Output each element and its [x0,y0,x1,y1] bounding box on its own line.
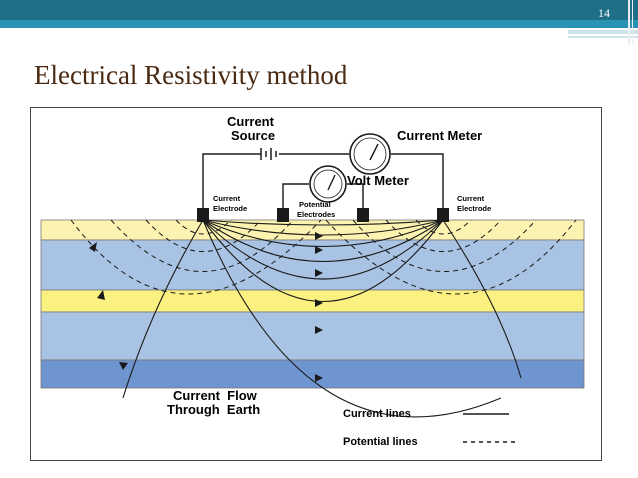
layer-blue-1 [40,239,585,291]
current-meter-icon [349,133,391,175]
label-current-electrode-right-1: Current [457,194,485,203]
potential-electrode-left [277,208,289,222]
current-electrode-left [197,208,209,222]
potential-lines [70,219,577,295]
label-current-source-2: Source [231,128,275,143]
decorative-stripes [568,0,638,45]
label-flow-2: Through Earth [167,402,260,417]
label-current-source-1: Current [227,114,275,129]
battery-icon [260,148,277,160]
header-accent-bar [0,20,638,28]
circuit-wires [202,153,444,208]
label-current-electrode-right-2: Electrode [457,204,491,213]
flow-arrows [89,232,323,382]
electrodes [197,208,449,222]
volt-meter-icon [309,165,347,203]
current-electrode-right [437,208,449,222]
layer-blue-dark [40,359,585,389]
legend-current-lines: Current lines [343,408,411,420]
current-lines [122,219,522,418]
legend: Current lines Potential lines [343,408,517,448]
label-current-electrode-left-2: Electrode [213,204,247,213]
header-bar [0,0,638,20]
label-volt-meter: Volt Meter [347,173,409,188]
legend-potential-lines: Potential lines [343,436,418,448]
label-current-electrode-left-1: Current [213,194,241,203]
label-potential-electrodes-1: Potential [299,200,331,209]
resistivity-diagram: Current Source Current Meter Volt Meter … [30,107,602,461]
slide-title: Electrical Resistivity method [34,60,348,90]
layer-blue-2 [40,311,585,361]
label-current-meter: Current Meter [397,128,482,143]
label-potential-electrodes-2: Electrodes [297,210,335,219]
slide-number: 14 [598,6,610,20]
diagram-canvas: Current Source Current Meter Volt Meter … [40,114,585,448]
label-flow-1: Current Flow [173,388,258,403]
potential-electrode-right [357,208,369,222]
layer-top-yellow [40,219,585,241]
